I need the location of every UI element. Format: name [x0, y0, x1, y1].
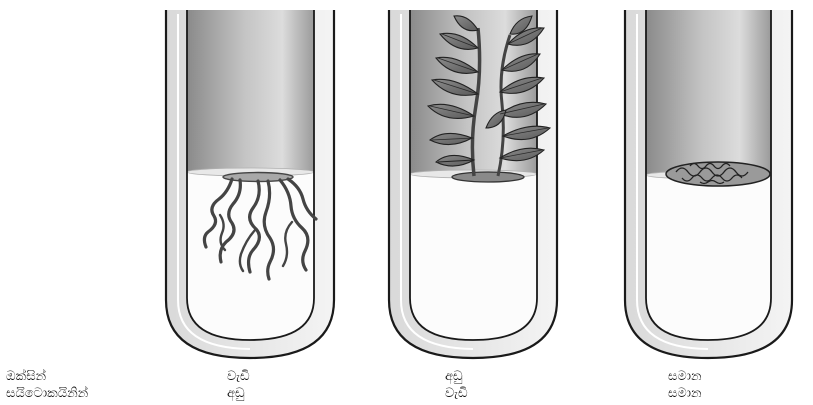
culture-tube-roots — [166, 10, 334, 358]
tube1-cytokinin-level: අඩු — [227, 386, 245, 402]
tube-air-space — [646, 10, 771, 175]
cytokinin-row-label: සයිටොකයිනින් — [6, 386, 88, 402]
tube-air-space — [187, 10, 314, 172]
tube2-cytokinin-level: වැඩි — [445, 386, 468, 402]
tube2-auxin-level: අඩු — [445, 369, 463, 385]
tube3-cytokinin-level: සමාන — [668, 386, 702, 402]
culture-tube-callus — [625, 10, 792, 358]
callus-body — [666, 162, 770, 186]
tube1-auxin-level: වැඩි — [227, 369, 250, 385]
tube-medium — [646, 175, 771, 340]
explant-base — [452, 172, 524, 182]
tube-medium — [410, 174, 537, 340]
auxin-row-label: ඔක්සින් — [6, 369, 46, 385]
culture-tube-shoots — [389, 10, 557, 358]
tube3-auxin-level: සමාන — [668, 369, 702, 385]
callus-mass — [666, 162, 770, 186]
